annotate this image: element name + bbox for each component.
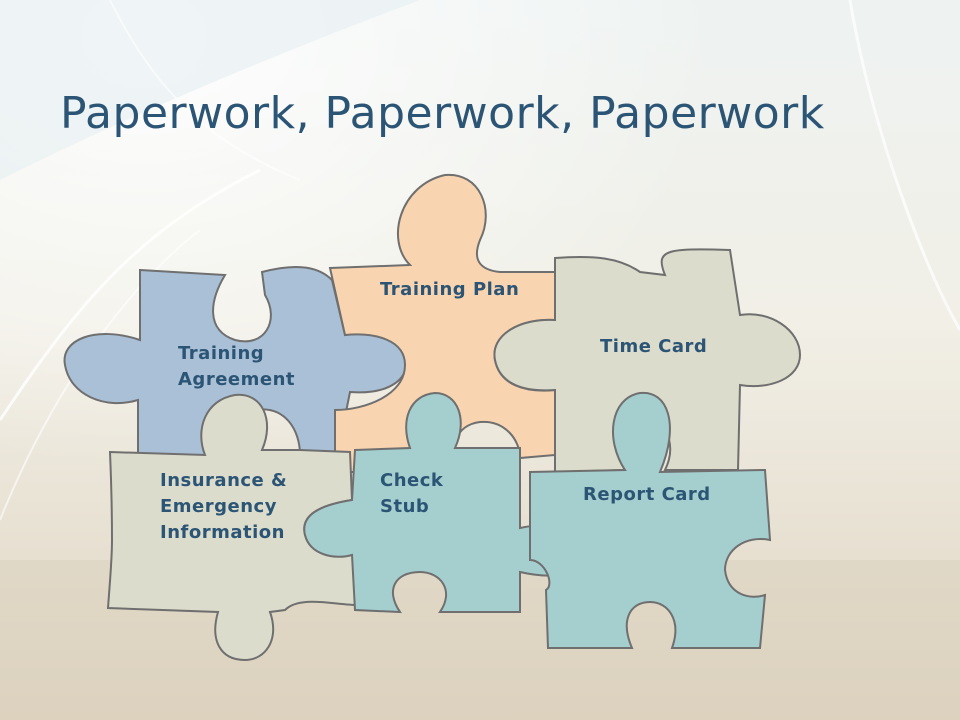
check-stub-label-2: Stub bbox=[380, 496, 429, 517]
piece-insurance-shape bbox=[106, 393, 360, 662]
report-card-label: Report Card bbox=[583, 484, 711, 505]
piece-report-card-shape bbox=[529, 391, 772, 649]
time-card-label: Time Card bbox=[600, 336, 707, 357]
training-agreement-label-2: Agreement bbox=[178, 369, 295, 390]
insurance-label-2: Emergency bbox=[160, 496, 277, 517]
training-agreement-label-1: Training bbox=[178, 343, 264, 364]
insurance-label-3: Information bbox=[160, 522, 285, 543]
insurance-label-1: Insurance & bbox=[160, 470, 287, 491]
piece-training-agreement bbox=[63, 265, 408, 464]
piece-time-card-shape bbox=[493, 248, 802, 474]
piece-check-stub-shape bbox=[303, 391, 587, 614]
piece-insurance bbox=[106, 393, 360, 662]
check-stub-label-1: Check bbox=[380, 470, 444, 491]
piece-training-agreement-shape bbox=[63, 265, 408, 464]
slide-title: Paperwork, Paperwork, Paperwork bbox=[60, 88, 825, 139]
training-plan-label: Training Plan bbox=[380, 279, 519, 300]
piece-check-stub bbox=[303, 391, 587, 614]
piece-time-card bbox=[493, 248, 802, 474]
piece-report-card bbox=[529, 391, 772, 649]
